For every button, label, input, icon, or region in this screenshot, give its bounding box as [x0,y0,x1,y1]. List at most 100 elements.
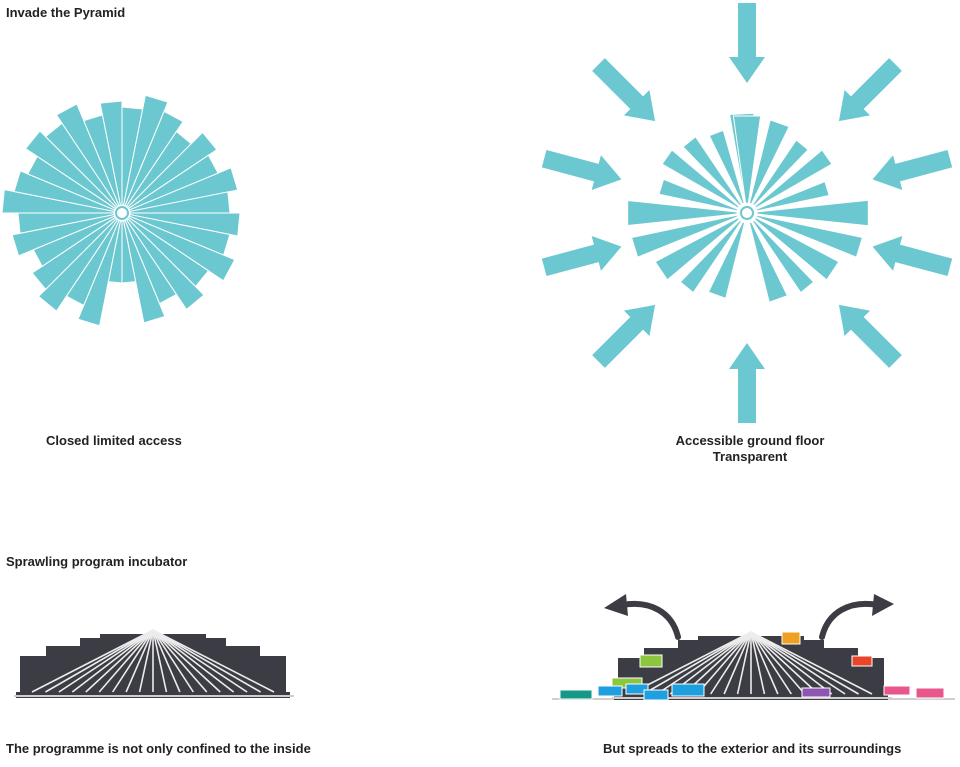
arrow-icon [872,235,953,277]
section-line [152,629,248,693]
plan-wedge [55,103,120,208]
section-line [750,631,766,695]
programme-box [643,689,669,701]
plan-spoke [654,217,741,281]
curved-arrow-head-right [872,594,894,616]
section-line [750,631,806,695]
caption-closed-access: Closed limited access [46,433,182,448]
section-line [643,631,752,695]
curved-arrow-icon [819,600,881,640]
plan-wedge [127,215,236,282]
caption-spreads: But spreads to the exterior and its surr… [603,741,902,756]
programme-box [781,631,801,645]
plan-spoke [627,199,738,227]
arrow-icon [872,149,953,191]
programme-box [671,683,705,697]
plan-spoke [661,149,741,209]
section-line [138,629,154,693]
section-line [125,629,154,693]
plan-spoke [658,178,739,212]
section-line [85,629,154,693]
section-line [750,631,833,695]
section-line [152,629,221,693]
plan-wedge [125,217,205,311]
plan-wedge [129,191,231,214]
caption-accessible: Accessible ground floor Transparent [640,433,860,465]
section-line [152,629,195,693]
plan-wedge [128,167,239,213]
plan-wedge [24,130,118,210]
plan-wedge [37,217,119,312]
section-line [58,629,154,693]
plan-spoke [630,214,739,258]
curved-arrow-head-left [604,594,628,616]
curved-arrows [604,594,894,640]
section-line [152,629,168,693]
plan-wedge [122,94,169,207]
plan-spoke [708,129,745,205]
caption-accessible-line1: Accessible ground floor [675,433,825,448]
plan-spoke [682,135,743,207]
section-line [696,631,752,695]
pyramid-section-sprawling [552,631,955,701]
arrow-icon [592,304,656,368]
arrow-icon [838,304,902,368]
caption-confined: The programme is not only confined to th… [6,741,311,756]
section-line [98,629,154,693]
plan-wedge [13,170,116,213]
plan-spoke [748,119,790,205]
curved-arrow-icon [619,600,681,640]
programme-box [851,655,873,667]
section-line [709,631,752,695]
section-line [152,629,261,693]
section-line [750,631,859,695]
section-line [152,629,208,693]
arrow-icon [838,58,902,122]
section-line [750,631,793,695]
section-line [750,631,846,695]
plan-wedge [1,188,115,214]
arrow-icon [541,235,622,277]
plan-spoke [679,219,743,294]
section-line [152,629,275,693]
arrow-icon [729,343,765,423]
caption-accessible-line2: Transparent [712,449,788,464]
plan-wedge [124,110,184,208]
plan-spoke [751,139,809,207]
programme-box [559,689,593,700]
section-line [750,631,819,695]
section-line [723,631,752,695]
programme-box [915,687,945,699]
arrow-icon [592,58,656,122]
section-line [45,629,154,693]
plan-spoke [707,221,746,300]
section-title-invade: Invade the Pyramid [6,5,126,20]
arrow-icon [729,3,765,83]
plan-wedge [99,100,123,206]
plan-wedge [31,216,118,291]
plan-spoke [748,221,789,303]
plan-spoke [756,199,869,227]
section-title-sprawling: Sprawling program incubator [6,554,188,569]
section-line [750,631,873,695]
plan-wedge [11,213,116,257]
closed-pyramid-plan [1,94,241,327]
programme-box [639,654,663,668]
section-line [111,629,154,693]
invade-arrows [541,3,953,423]
section-line [629,631,752,695]
pyramid-section-closed [14,629,294,698]
programme-box [883,685,911,696]
arrow-icon [541,149,622,191]
section-line [152,629,235,693]
section-line [750,631,779,695]
section-line [736,631,752,695]
section-line [31,629,154,693]
plan-spoke [732,115,762,204]
plan-spoke [755,214,864,258]
programme-box [801,687,831,698]
programme-box [625,683,649,695]
plan-spoke [753,149,833,209]
plan-wedge [126,131,218,210]
